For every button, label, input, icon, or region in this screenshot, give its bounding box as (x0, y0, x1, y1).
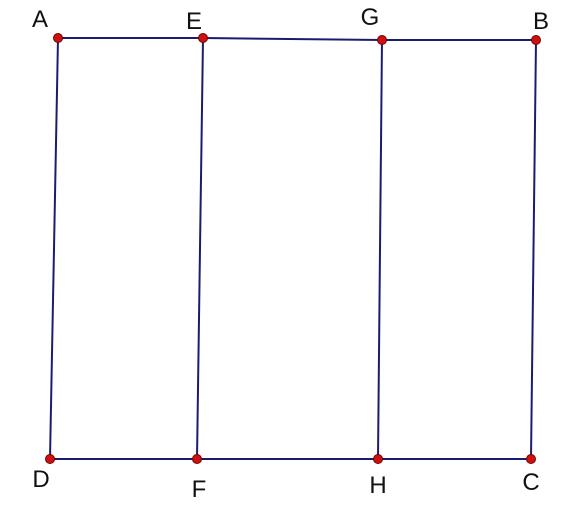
label-d: D (32, 466, 49, 493)
segment-bc (530, 39, 537, 460)
segments-group (49, 37, 537, 460)
label-g: G (361, 4, 380, 31)
labels-group: A E G B D F H C (32, 4, 549, 503)
label-f: F (192, 476, 207, 503)
label-h: H (369, 472, 386, 499)
point-h (373, 454, 383, 464)
label-e: E (186, 8, 202, 35)
segment-eg (202, 37, 383, 41)
segment-ad (49, 37, 59, 460)
segment-gh (377, 39, 383, 460)
segment-ef (196, 37, 204, 460)
point-b (531, 35, 541, 45)
points-group (45, 33, 541, 464)
point-d (45, 454, 55, 464)
point-g (377, 35, 387, 45)
point-f (192, 454, 202, 464)
label-c: C (522, 469, 539, 496)
point-e (198, 33, 208, 43)
point-a (53, 33, 63, 43)
label-a: A (32, 6, 48, 33)
label-b: B (533, 8, 549, 35)
point-c (526, 454, 536, 464)
